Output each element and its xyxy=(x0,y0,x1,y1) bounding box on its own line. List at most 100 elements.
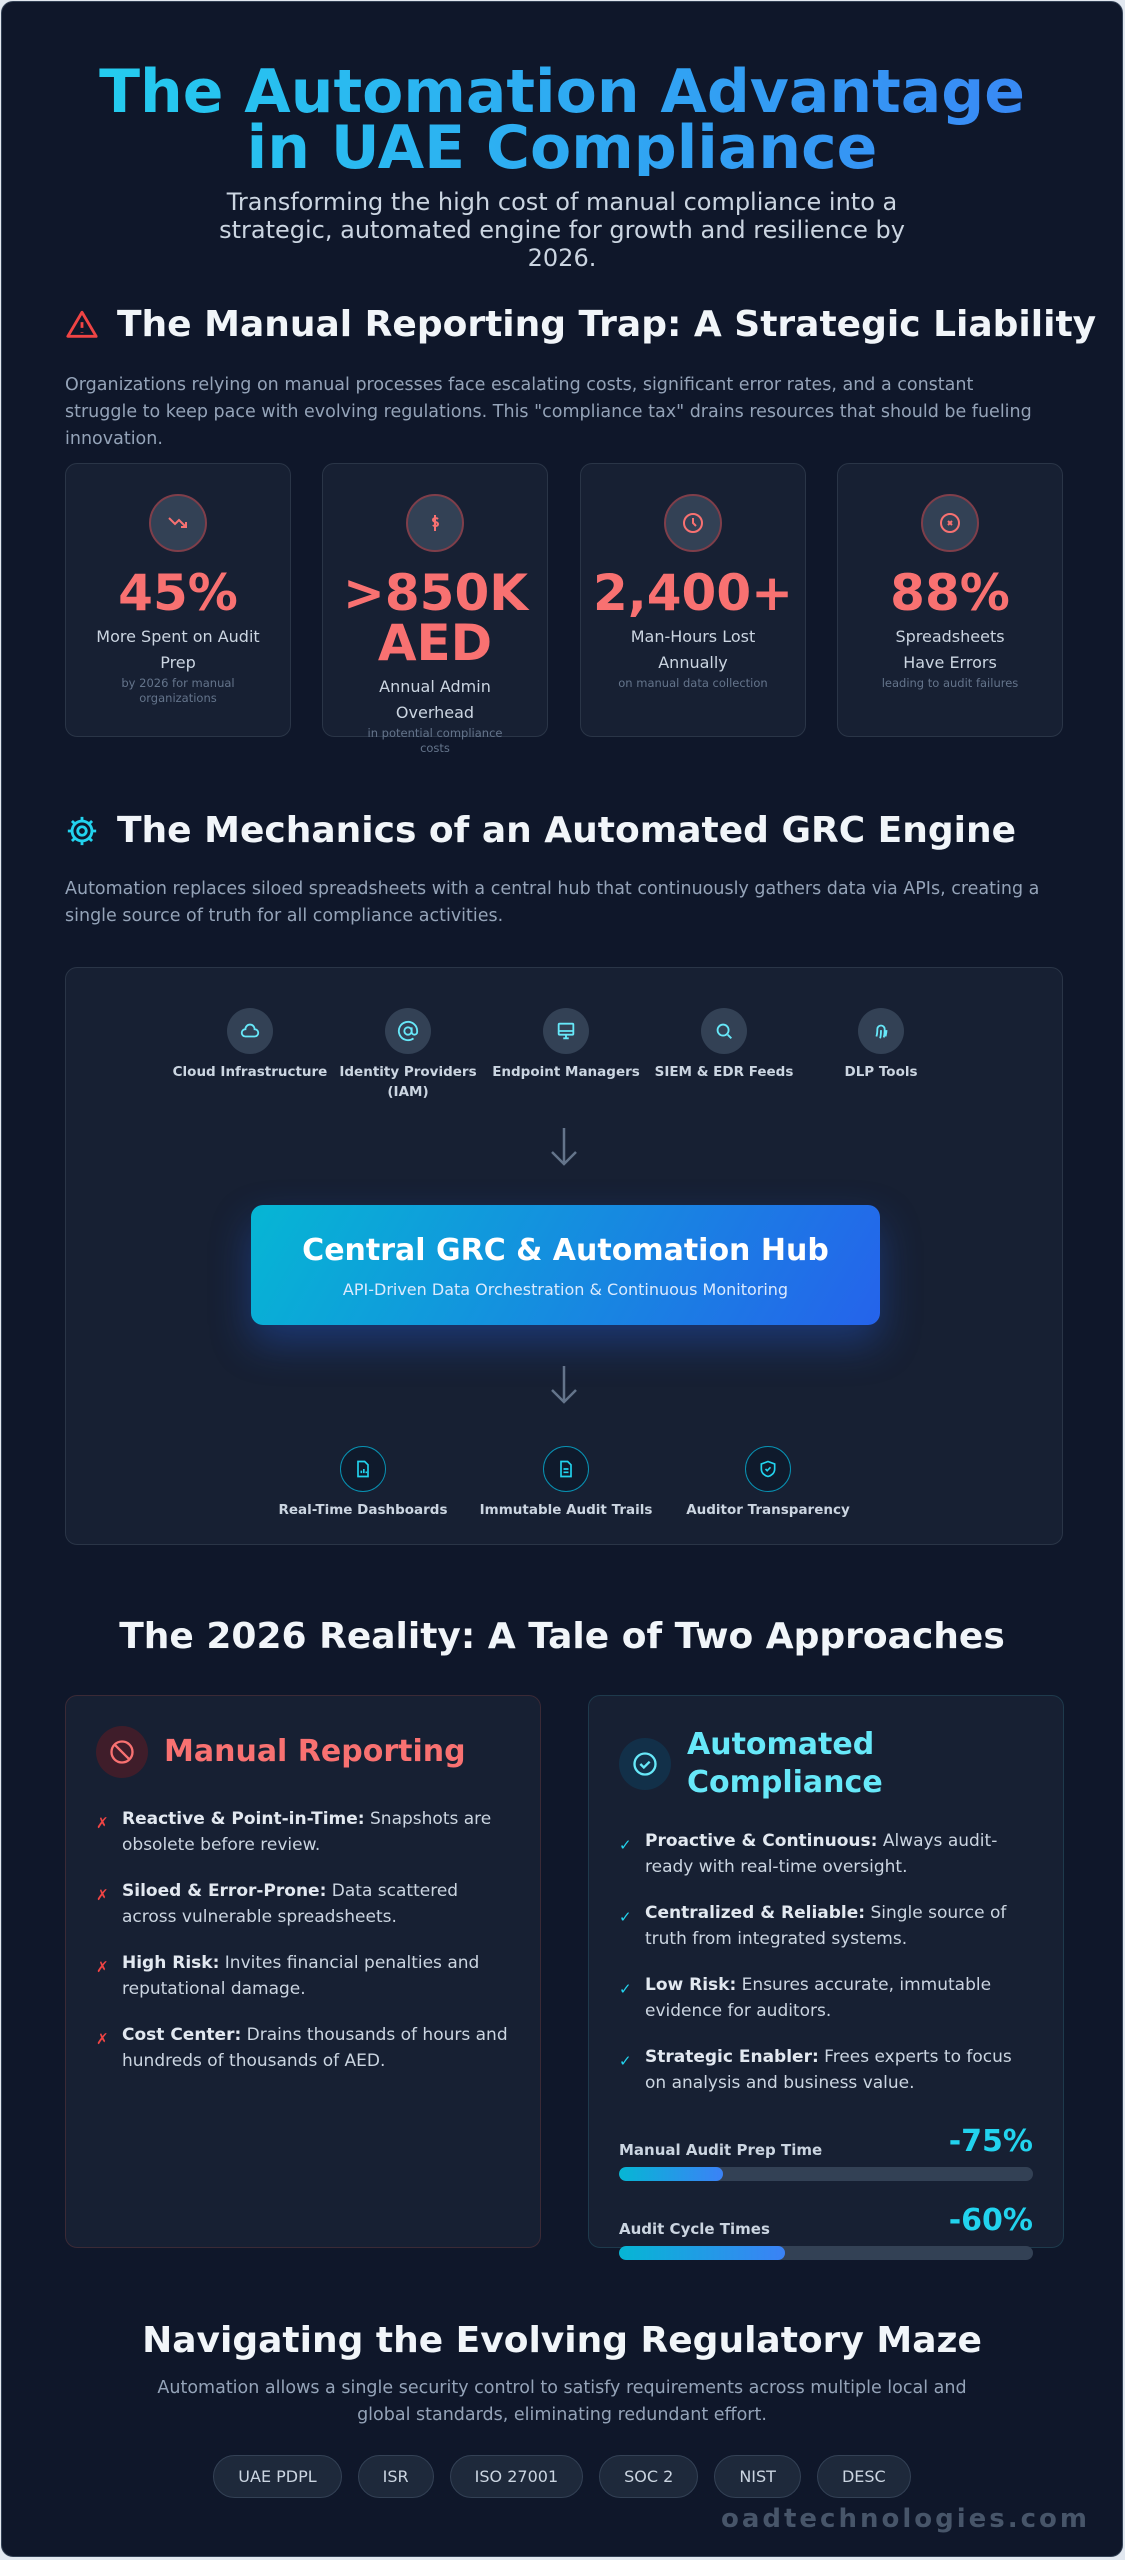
section-reality-heading: The 2026 Reality: A Tale of Two Approach… xyxy=(119,1616,1005,1657)
check-mark-icon: ✓ xyxy=(619,1980,632,1998)
automated-title: Automated Compliance xyxy=(687,1727,883,1800)
metric-audit-cycle: Audit Cycle Times -60% xyxy=(619,2203,1033,2260)
central-hub: Central GRC & Automation Hub API-Driven … xyxy=(251,1205,880,1325)
x-mark-icon: ✗ xyxy=(96,1814,109,1832)
tag-desc: DESC xyxy=(816,2455,911,2498)
check-mark-icon: ✓ xyxy=(619,1836,632,1854)
search-icon xyxy=(701,1008,747,1054)
stat-card: 88% Spreadsheets Have Errors leading to … xyxy=(837,463,1063,737)
section-title: The Manual Reporting Trap: A Strategic L… xyxy=(117,304,1097,345)
gear-icon xyxy=(67,816,97,845)
x-mark-icon: ✗ xyxy=(96,1958,109,1976)
item-bold: Strategic Enabler: xyxy=(645,2047,819,2067)
progress-fill xyxy=(619,2246,785,2260)
clock-icon xyxy=(664,494,722,552)
section-mechanics-heading: The Mechanics of an Automated GRC Engine xyxy=(65,810,1016,851)
metric-audit-prep: Manual Audit Prep Time -75% xyxy=(619,2124,1033,2181)
list-item: ✗Cost Center: Drains thousands of hours … xyxy=(96,2022,510,2074)
source-dlp: DLP Tools xyxy=(801,1008,961,1082)
item-bold: Siloed & Error-Prone: xyxy=(122,1881,327,1901)
list-item: ✓ Low Risk: Ensures accurate, immutable e… xyxy=(619,1972,1033,2024)
check-mark-icon: ✓ xyxy=(619,2052,632,2070)
item-bold: Centralized & Reliable: xyxy=(645,1903,866,1923)
stat-value: 88% xyxy=(890,564,1010,622)
regulation-tags: UAE PDPL ISR ISO 27001 SOC 2 NIST DESC xyxy=(2,2455,1122,2498)
item-text: Invites financial penalties and reputati… xyxy=(122,1953,480,1999)
check-mark-icon: ✓ xyxy=(619,1908,632,1926)
section-maze-text: Automation allows a single security cont… xyxy=(157,2378,967,2425)
stat-card: 45% More Spent on Audit Prep by 2026 for… xyxy=(65,463,291,737)
stat-card: >850K AED Annual Admin Overhead in poten… xyxy=(322,463,548,755)
section-manual-trap-text: Organizations relying on manual processe… xyxy=(65,375,1032,449)
at-sign-icon xyxy=(385,1008,431,1054)
list-item: ✓ Proactive & Continuous: Always audit-re… xyxy=(619,1828,1033,1880)
item-bold: Proactive & Continuous: xyxy=(645,1831,878,1851)
x-mark-icon: ✗ xyxy=(96,1886,109,1904)
source-label: Endpoint Managers xyxy=(492,1064,640,1080)
progress-track xyxy=(619,2246,1033,2260)
stat-label: Annual Admin Overhead xyxy=(379,677,491,722)
stat-value: 45% xyxy=(118,564,238,622)
page-subtitle: Transforming the high cost of manual com… xyxy=(219,188,905,272)
source-label: DLP Tools xyxy=(844,1064,918,1080)
monitor-icon xyxy=(543,1008,589,1054)
stat-value: >850K AED xyxy=(343,564,529,672)
output-label: Immutable Audit Trails xyxy=(479,1502,653,1518)
list-item: ✗ Reactive & Point-in-Time: Snapshots are… xyxy=(96,1806,510,1858)
section-maze-heading: Navigating the Evolving Regulatory Maze xyxy=(142,2320,982,2361)
item-text: Drains thousands of hours and hundreds o… xyxy=(122,2025,508,2071)
page-title: The Automation Advantage in UAE Complian… xyxy=(2,62,1122,178)
item-bold: Reactive & Point-in-Time: xyxy=(122,1809,365,1829)
stat-label: Man-Hours Lost Annually xyxy=(630,627,756,672)
chart-file-icon xyxy=(340,1446,386,1492)
stat-label: Spreadsheets Have Errors xyxy=(895,627,1005,672)
list-item: ✗High Risk: Invites financial penalties … xyxy=(96,1950,510,2002)
list-item: ✓Centralized & Reliable: Single source o… xyxy=(619,1900,1033,1952)
output-auditor-transparency: Auditor Transparency xyxy=(668,1446,868,1518)
x-mark-icon: ✗ xyxy=(96,2030,109,2048)
list-item: ✗Siloed & Error-Prone: Data scattered ac… xyxy=(96,1878,510,1930)
source-siem: SIEM & EDR Feeds xyxy=(644,1008,804,1082)
item-text: Always audit-ready with real-time oversi… xyxy=(645,1831,998,1877)
arrow-down-icon xyxy=(551,1366,577,1404)
metric-value: -75% xyxy=(948,2124,1033,2159)
tag-uae-pdpl: UAE PDPL xyxy=(213,2455,342,2498)
metric-label: Audit Cycle Times xyxy=(619,2220,770,2238)
output-dashboards: Real-Time Dashboards xyxy=(263,1446,463,1518)
source-label: Identity Providers (IAM) xyxy=(339,1064,477,1100)
arrow-down-icon xyxy=(551,1128,577,1166)
cloud-icon xyxy=(227,1008,273,1054)
metric-label: Manual Audit Prep Time xyxy=(619,2141,823,2159)
progress-track xyxy=(619,2167,1033,2181)
dollar-icon xyxy=(406,494,464,552)
x-circle-icon xyxy=(921,494,979,552)
shield-check-icon xyxy=(745,1446,791,1492)
output-label: Real-Time Dashboards xyxy=(278,1502,448,1518)
item-bold: Low Risk: xyxy=(645,1975,737,1995)
stat-sub: by 2026 for manual organizations xyxy=(121,676,235,705)
warning-triangle-icon xyxy=(66,310,98,338)
item-text: Ensures accurate, immutable evidence for… xyxy=(645,1975,992,2021)
stat-sub: on manual data collection xyxy=(618,676,768,690)
source-cloud: Cloud Infrastructure xyxy=(170,1008,330,1082)
tag-soc-2: SOC 2 xyxy=(599,2455,699,2498)
check-circle-icon xyxy=(619,1738,671,1790)
source-label: SIEM & EDR Feeds xyxy=(654,1064,794,1080)
output-label: Auditor Transparency xyxy=(686,1502,850,1518)
source-endpoint: Endpoint Managers xyxy=(486,1008,646,1082)
fingerprint-icon xyxy=(858,1008,904,1054)
stat-sub: leading to audit failures xyxy=(881,676,1019,690)
progress-fill xyxy=(619,2167,723,2181)
grc-engine-diagram: Cloud Infrastructure Identity Providers … xyxy=(65,967,1063,1545)
item-text: Snapshots are obsolete before review. xyxy=(122,1809,492,1855)
trending-down-icon xyxy=(149,494,207,552)
automated-compliance-card: Automated Compliance ✓ Proactive & Contin… xyxy=(588,1695,1064,2260)
hub-title: Central GRC & Automation Hub xyxy=(302,1233,829,1268)
metric-value: -60% xyxy=(948,2203,1033,2238)
tag-isr: ISR xyxy=(357,2455,434,2498)
hub-subtitle: API-Driven Data Orchestration & Continuo… xyxy=(342,1280,789,1299)
output-audit-trails: Immutable Audit Trails xyxy=(466,1446,666,1518)
manual-title: Manual Reporting xyxy=(164,1734,466,1769)
document-icon xyxy=(543,1446,589,1492)
